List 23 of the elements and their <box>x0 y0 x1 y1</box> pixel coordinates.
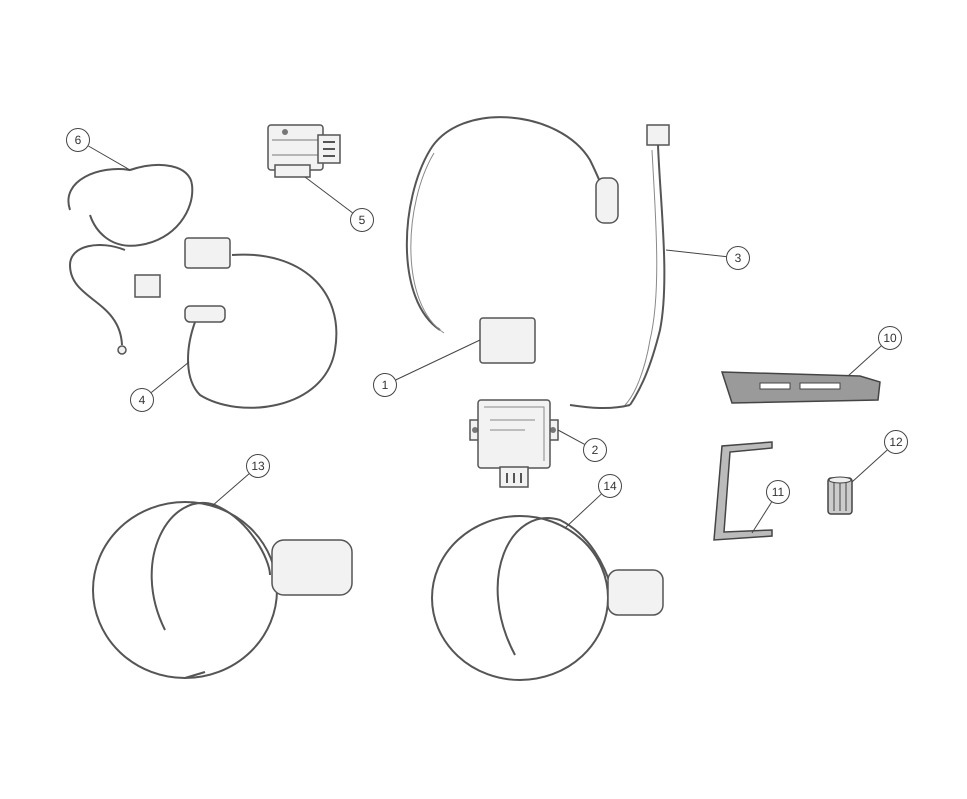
leader-line <box>558 430 585 445</box>
leader-line <box>88 146 130 170</box>
leader-line <box>666 250 727 258</box>
leader-line <box>212 473 250 506</box>
callout-number: 5 <box>350 208 374 232</box>
callout-number: 14 <box>598 474 622 498</box>
callout-number: 1 <box>373 373 397 397</box>
callout-number: 2 <box>583 438 607 462</box>
leader-line <box>150 362 190 393</box>
leader-line <box>564 494 602 528</box>
leader-line <box>752 502 772 534</box>
leader-line <box>852 450 888 482</box>
callout-number: 6 <box>66 128 90 152</box>
cdi-unit-drawing <box>468 398 560 488</box>
leader-line <box>395 340 480 380</box>
callout-number: 3 <box>726 246 750 270</box>
callout-number: 11 <box>766 480 790 504</box>
callout-number: 10 <box>878 326 902 350</box>
callout-number: 12 <box>884 430 908 454</box>
callout-number: 13 <box>246 454 270 478</box>
callout-number: 4 <box>130 388 154 412</box>
leader-line <box>304 176 353 214</box>
leader-line <box>848 346 882 376</box>
